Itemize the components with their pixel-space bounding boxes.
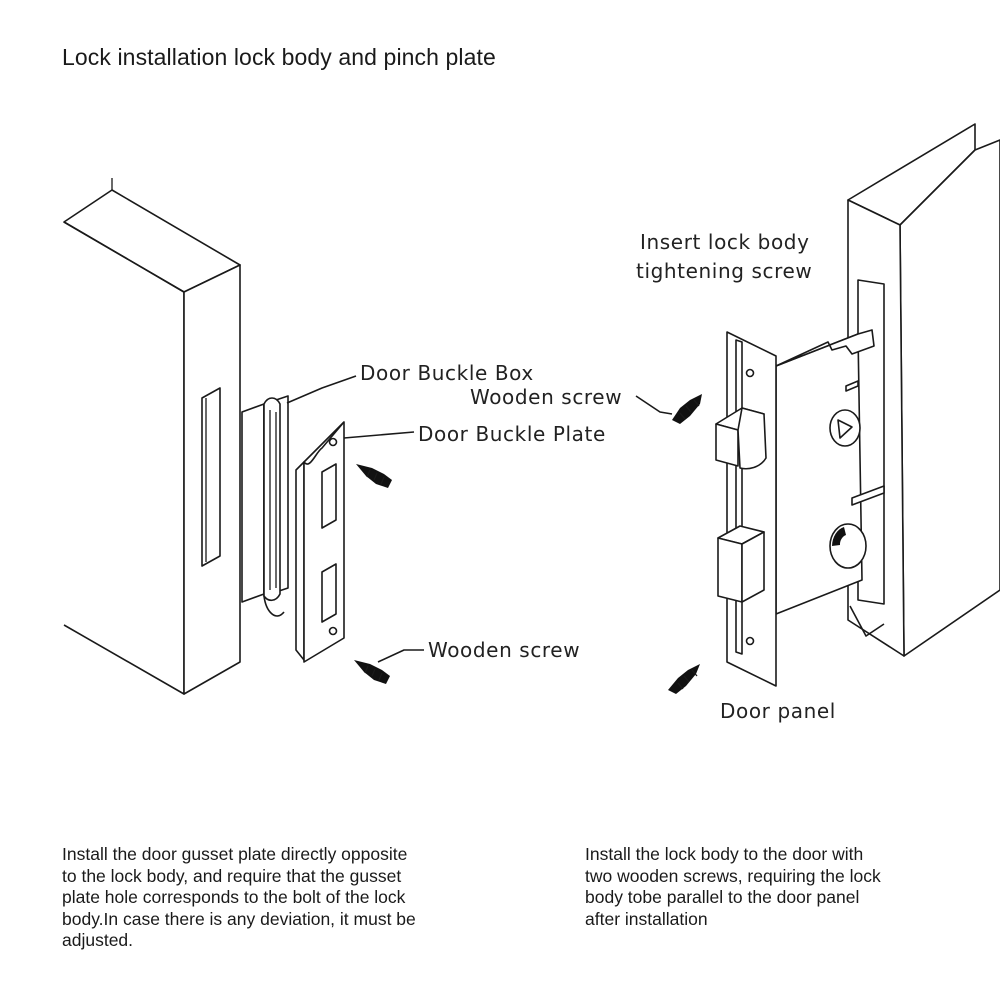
mortise-slot — [201, 387, 221, 567]
caption-line: body.In case there is any deviation, it … — [62, 908, 416, 929]
caption-line: adjusted. — [62, 930, 134, 950]
dead-bolt — [717, 525, 765, 603]
wooden-screw-icon — [356, 464, 392, 488]
caption-line: after installation — [585, 908, 708, 929]
label-tightening-screw: tightening screw — [636, 259, 812, 283]
caption-line: Install the lock body to the door with — [585, 844, 864, 864]
door-buckle-plate — [295, 421, 345, 663]
label-insert-lock-body: Insert lock body — [640, 230, 810, 254]
caption-left: Install the door gusset plate directly o… — [62, 844, 482, 952]
page-title: Lock installation lock body and pinch pl… — [62, 44, 496, 70]
label-wooden-screw-bottom: Wooden screw — [428, 638, 580, 662]
caption-line: to the lock body, and require that the g… — [62, 865, 402, 886]
caption-line: two wooden screws, requiring the lock — [585, 865, 881, 886]
cylinder-hole — [829, 523, 867, 569]
wooden-screw-icon — [672, 394, 702, 424]
latch-bolt — [715, 407, 767, 470]
label-door-buckle-plate: Door Buckle Plate — [418, 422, 606, 446]
caption-line: Install the door gusset plate directly o… — [62, 844, 408, 864]
spindle-hole — [829, 409, 861, 447]
caption-right: Install the lock body to the door with t… — [585, 844, 945, 930]
wooden-screw-icon — [354, 660, 390, 684]
door-frame — [63, 178, 241, 695]
label-door-buckle-box: Door Buckle Box — [360, 361, 534, 385]
label-wooden-screw-top: Wooden screw — [470, 385, 622, 409]
door-buckle-box — [241, 395, 289, 617]
lock-face-plate — [715, 331, 777, 687]
caption-line: plate hole corresponds to the bolt of th… — [62, 887, 406, 907]
wooden-screw-icon — [668, 664, 700, 694]
door — [847, 123, 1000, 657]
caption-line: body tobe parallel to the door panel — [585, 887, 860, 907]
lock-body — [775, 329, 885, 615]
label-door-panel: Door panel — [720, 699, 836, 723]
